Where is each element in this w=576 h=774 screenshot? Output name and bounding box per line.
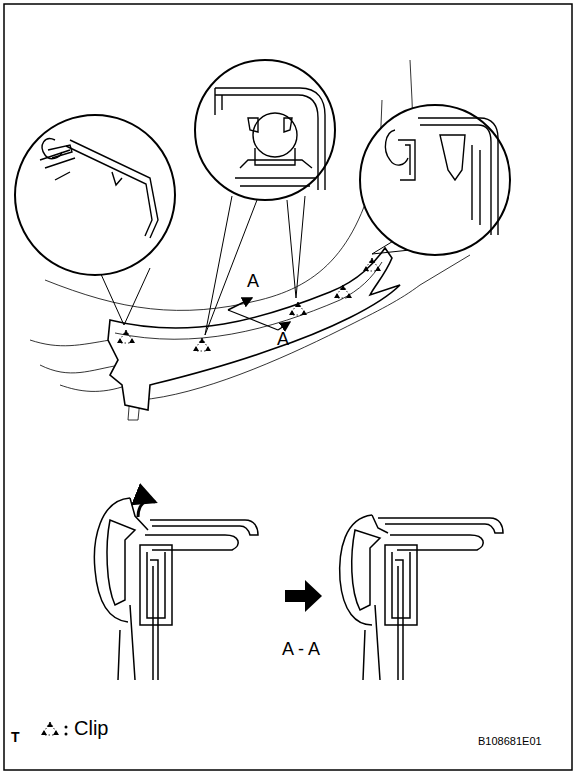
section-title: A - A	[282, 640, 320, 658]
figure-code: B108681E01	[478, 736, 542, 747]
section-letter: A	[277, 330, 289, 348]
corner-mark: T	[11, 730, 20, 744]
section-letter: A	[247, 272, 259, 290]
legend-text: Clip	[74, 718, 108, 738]
